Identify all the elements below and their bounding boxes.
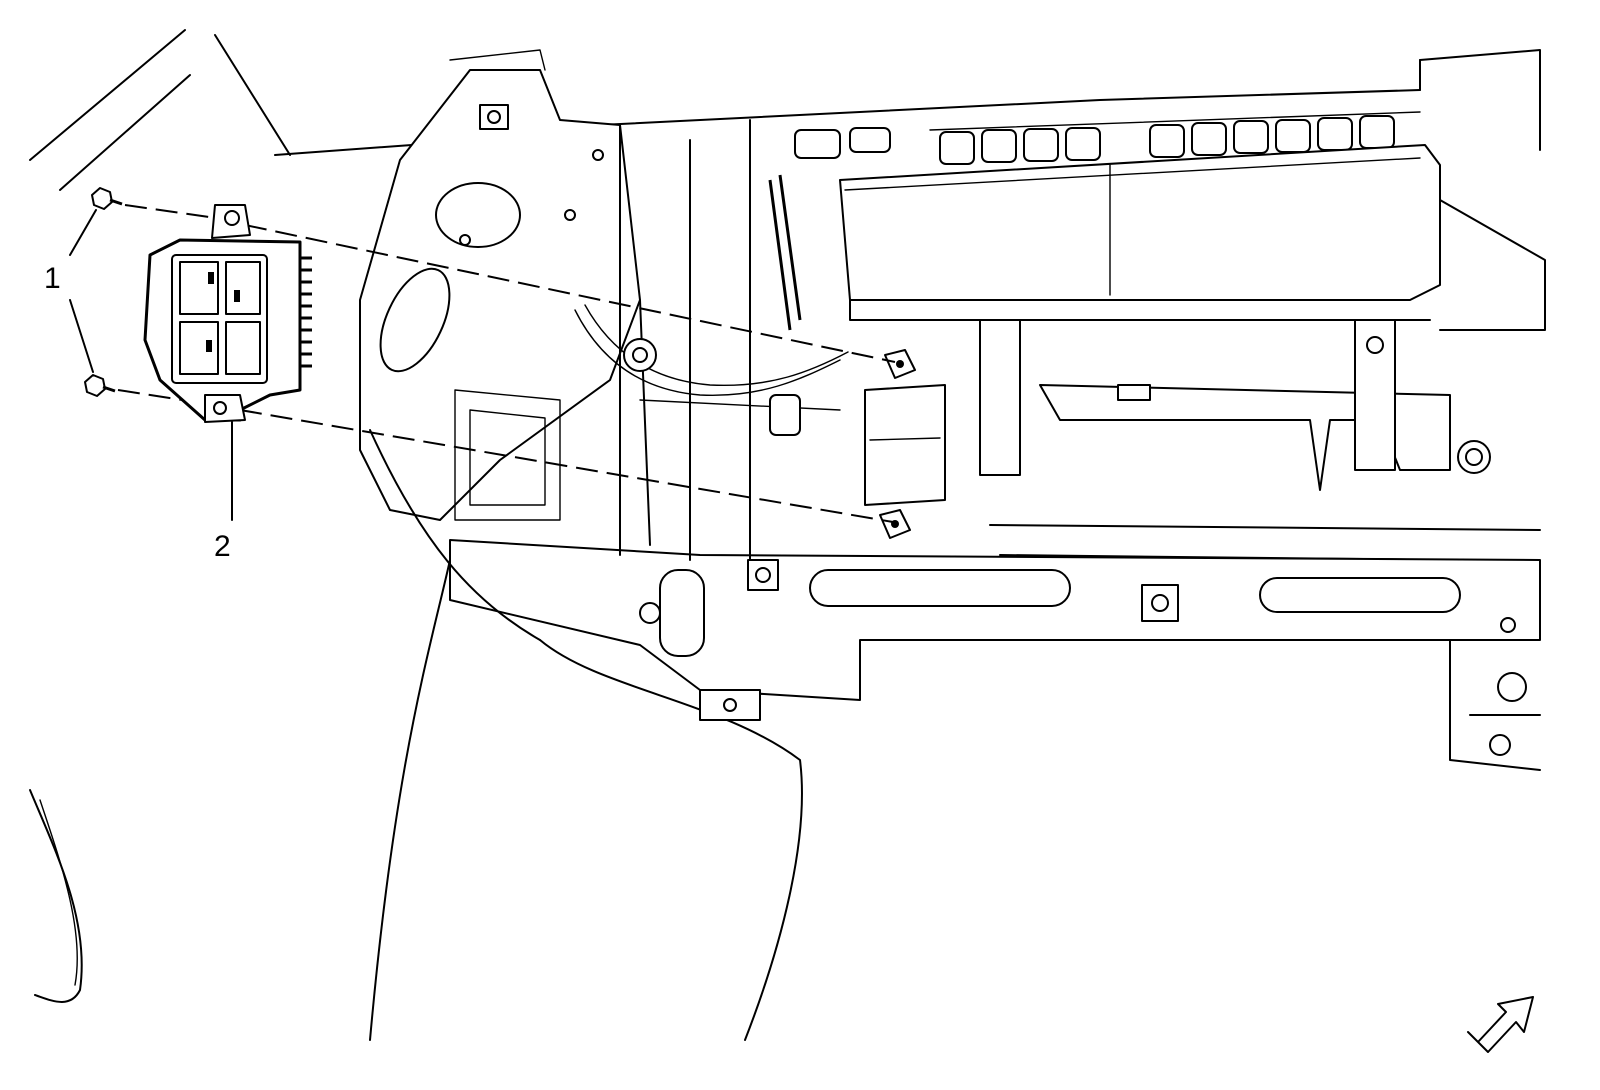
arrow-icon bbox=[1467, 996, 1534, 1053]
callout-2-label: 2 bbox=[214, 530, 231, 563]
callout-1-label: 1 bbox=[44, 262, 61, 295]
installation-line-upper bbox=[124, 204, 896, 363]
callout-1-leader bbox=[69, 209, 97, 373]
instrument-panel-structure bbox=[29, 29, 1546, 1041]
cross-car-beam bbox=[449, 539, 1541, 702]
vent-grille bbox=[929, 111, 1421, 165]
screw-lower bbox=[84, 374, 116, 397]
screw-upper bbox=[91, 187, 123, 210]
control-module bbox=[143, 204, 312, 423]
